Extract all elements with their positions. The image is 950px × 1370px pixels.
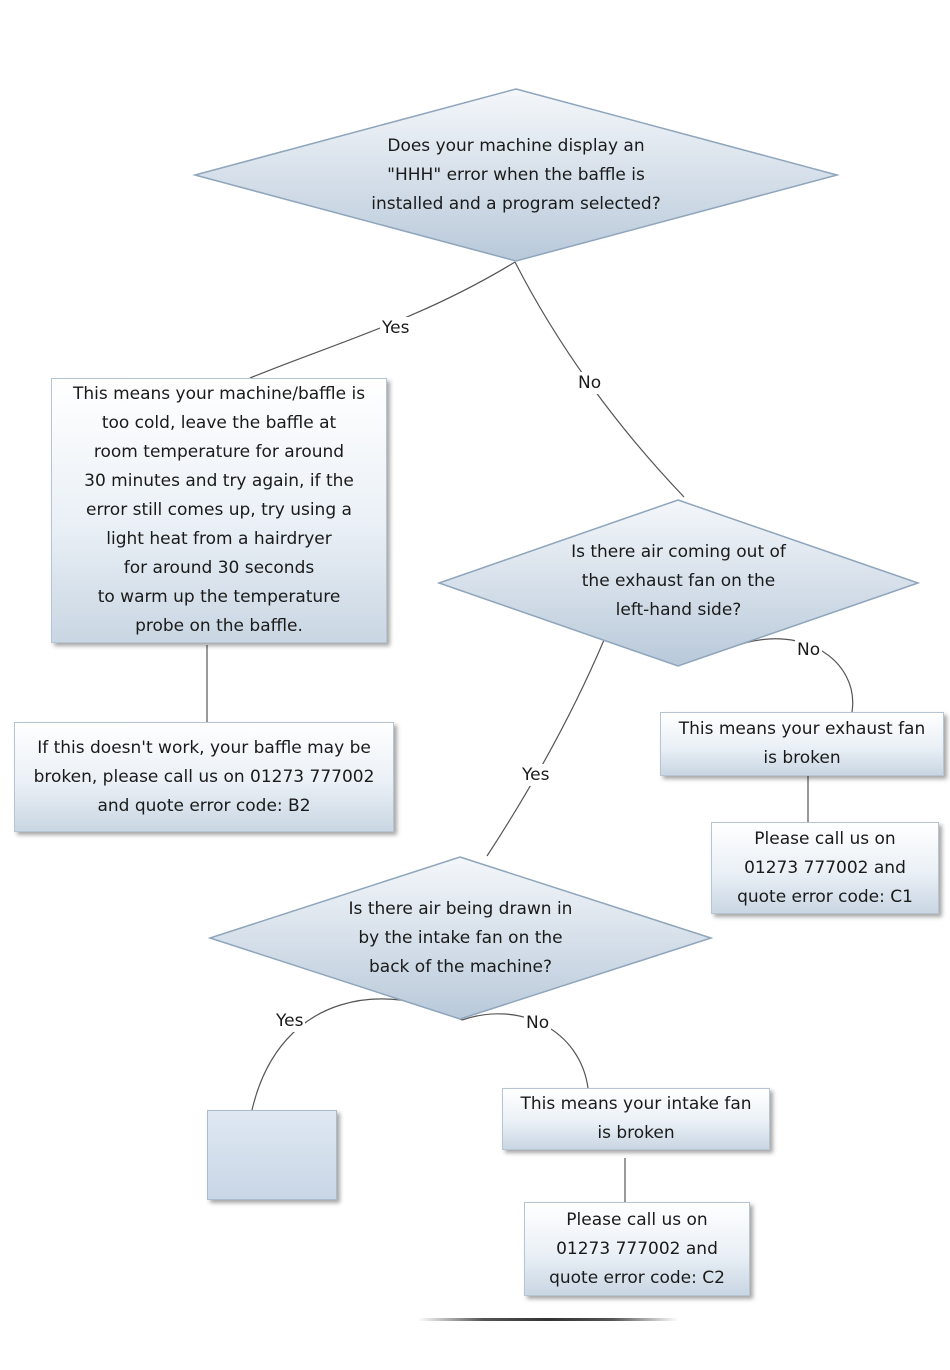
decision-exhaust-fan-text: Is there air coming out of the exhaust f… [571, 541, 786, 620]
label-d3-no: No [524, 1012, 552, 1034]
connector-d2-yes [486, 639, 605, 857]
footer-rule [418, 1318, 678, 1321]
label-d2-yes: Yes [520, 764, 552, 786]
decision-intake-fan-text: Is there air being drawn in by the intak… [348, 898, 573, 977]
box-error-code-c2: Please call us on 01273 777002 and quote… [524, 1202, 750, 1296]
box-empty [207, 1110, 337, 1200]
box-intake-fan-broken: This means your intake fan is broken [502, 1088, 770, 1150]
box-exhaust-fan-broken: This means your exhaust fan is broken [660, 712, 944, 776]
label-d3-yes: Yes [274, 1010, 306, 1032]
decision-intake-fan: Is there air being drawn in by the intak… [207, 855, 714, 1021]
connector-d1-yes [249, 261, 516, 379]
box-baffle-too-cold: This means your machine/baffle is too co… [51, 378, 387, 643]
label-d1-yes: Yes [380, 317, 412, 339]
box-error-code-c1: Please call us on 01273 777002 and quote… [711, 822, 939, 914]
decision-hhh-error-text: Does your machine display an "HHH" error… [371, 135, 661, 214]
decision-exhaust-fan: Is there air coming out of the exhaust f… [436, 498, 921, 668]
decision-hhh-error: Does your machine display an "HHH" error… [192, 87, 840, 263]
label-d2-no: No [795, 639, 823, 661]
box-error-code-b2: If this doesn't work, your baffle may be… [14, 722, 394, 832]
label-d1-no: No [576, 372, 604, 394]
